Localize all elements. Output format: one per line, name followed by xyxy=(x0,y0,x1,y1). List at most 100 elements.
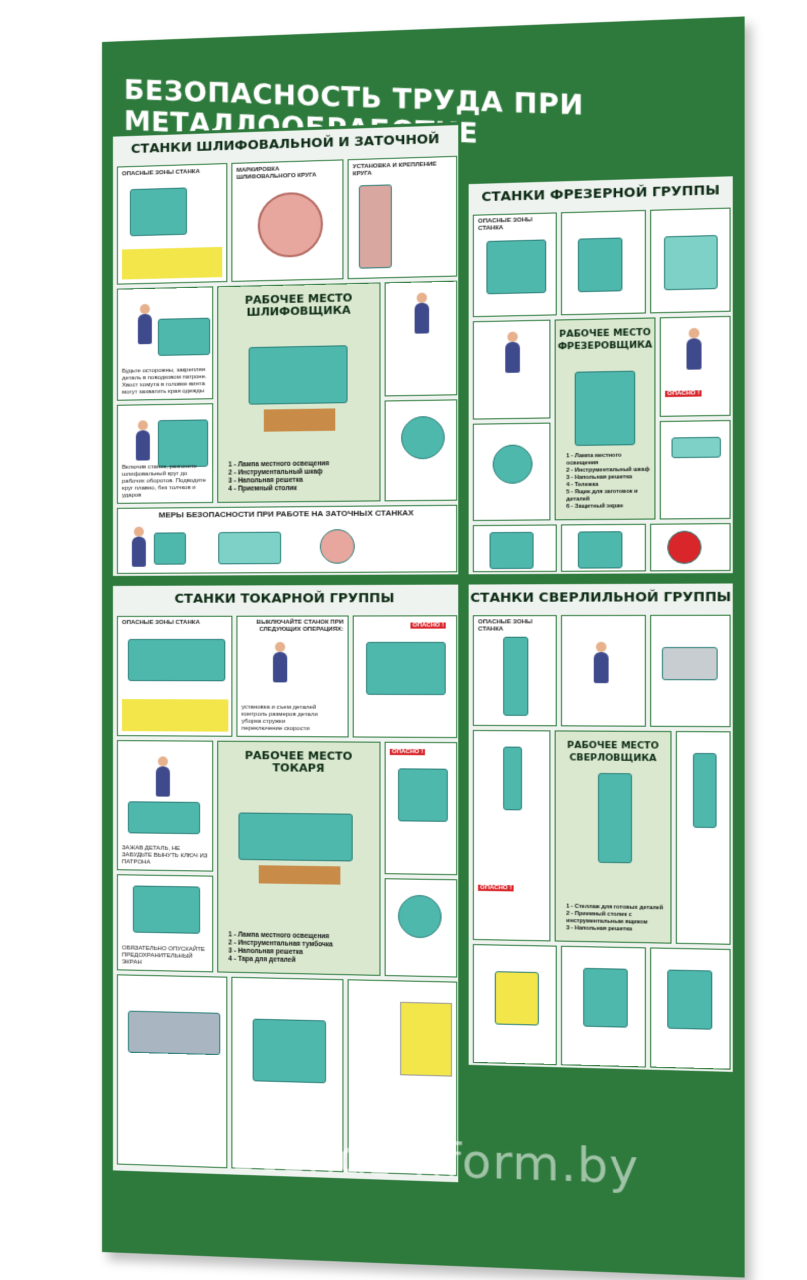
panel-title: ОПАСНЫЕ ЗОНЫ СТАНКА xyxy=(121,619,200,626)
worker-figure xyxy=(155,766,170,797)
worker-figure xyxy=(414,302,430,334)
thread-cutting-device xyxy=(252,1018,327,1084)
grinder-workplace-panel: РАБОЧЕЕ МЕСТО ШЛИФОВЩИКА 1 - Лампа местн… xyxy=(217,282,381,503)
cutter-illustration xyxy=(492,444,533,484)
grinding-wheel-illustration xyxy=(257,191,323,259)
wrench-illustration xyxy=(671,436,721,459)
worker-figure xyxy=(272,652,288,683)
section-turning: СТАНКИ ТОКАРНОЙ ГРУППЫ ОПАСНЫЕ ЗОНЫ СТАН… xyxy=(109,581,462,1186)
legend-box xyxy=(121,699,229,732)
panel-caption: ВЫКЛЮЧАЙТЕ СТАНОК ПРИ СЛЕДУЮЩИХ ОПЕРАЦИЯ… xyxy=(256,619,344,633)
warning-note xyxy=(121,246,223,280)
workplace-list: 1 - Стеллаж для готовых деталей 2 - Прие… xyxy=(566,904,670,935)
milling-panel-7 xyxy=(659,419,731,520)
danger-label: ОПАСНО ! xyxy=(665,390,702,398)
list-item: переключение скорости xyxy=(241,725,310,733)
grinder-machine xyxy=(157,419,209,468)
section-grinding: СТАНКИ ШЛИФОВАЛЬНОЙ И ЗАТОЧНОЙ ГРУПП ОПА… xyxy=(109,121,462,579)
chuck-illustration xyxy=(398,894,442,939)
milling-panel-5: ОПАСНО ! xyxy=(659,315,731,417)
list-item: 4 - Приемный столик xyxy=(228,484,297,493)
drill-lock-illustration xyxy=(494,971,539,1026)
wheel-gap-illustration xyxy=(319,529,355,564)
grinding-right-panel-2 xyxy=(384,399,458,502)
list-item: 5 - Ящик для заготовок и деталей xyxy=(566,488,638,503)
worker-figure xyxy=(135,430,150,461)
panel-title: ОПАСНЫЕ ЗОНЫ СТАНКА xyxy=(478,217,533,232)
list-item: 4 - Тара для деталей xyxy=(228,955,296,964)
drilling-panel-9 xyxy=(650,947,731,1070)
caution-panel-screen: ОБЯЗАТЕЛЬНО ОПУСКАЙТЕ ПРЕДОХРАНИТЕЛЬНЫЙ … xyxy=(116,874,214,973)
drilling-danger-zones-panel: ОПАСНЫЕ ЗОНЫ СТАНКА xyxy=(472,615,557,727)
wheel-mounting-panel: УСТАНОВКА И КРЕПЛЕНИЕ КРУГА xyxy=(347,155,458,280)
drilling-panel-6 xyxy=(675,731,731,945)
workplace-machine xyxy=(238,812,353,862)
panel-title: ОПАСНЫЕ ЗОНЫ СТАНКА xyxy=(121,168,200,178)
workplace-title: РАБОЧЕЕ МЕСТО ШЛИФОВЩИКА xyxy=(244,291,353,319)
grinding-danger-zones-panel: ОПАСНЫЕ ЗОНЫ СТАНКА xyxy=(116,163,228,285)
floor-grating xyxy=(263,408,336,432)
panel-title: МАРКИРОВКА ШЛИФОВАЛЬНОГО КРУГА xyxy=(236,166,317,181)
milling-panel-10 xyxy=(650,523,731,572)
turning-panel-8 xyxy=(116,974,228,1169)
turn-off-panel: ВЫКЛЮЧАЙТЕ СТАНОК ПРИ СЛЕДУЮЩИХ ОПЕРАЦИЯ… xyxy=(236,615,349,738)
list-item: 1 - Лампа местного освещения xyxy=(566,452,622,467)
panel-title: УСТАНОВКА И КРЕПЛЕНИЕ КРУГА xyxy=(352,161,437,178)
danger-label: ОПАСНО ! xyxy=(389,748,426,756)
turning-panel-3: ОПАСНО ! xyxy=(352,615,458,739)
wheel-marking-panel: МАРКИРОВКА ШЛИФОВАЛЬНОГО КРУГА xyxy=(231,159,344,282)
chip-removal-illustration xyxy=(667,969,713,1030)
watermark: stends-nform.by xyxy=(232,1126,640,1195)
panel-title: ОПАСНЫЕ ЗОНЫ СТАНКА xyxy=(478,619,533,633)
chip-guard-illustration xyxy=(667,530,702,565)
worker-figure xyxy=(593,652,609,684)
screen-illustration xyxy=(132,885,201,934)
milling-machine xyxy=(486,239,547,295)
workplace-list: 1 - Лампа местного освещения 2 - Инструм… xyxy=(566,452,654,511)
turner-workplace-panel: РАБОЧЕЕ МЕСТО ТОКАРЯ 1 - Лампа местного … xyxy=(217,740,381,976)
workplace-machine xyxy=(248,345,348,405)
drilling-panel-2 xyxy=(560,614,646,727)
milling-panel-3 xyxy=(650,207,731,314)
caution-panel-1: Будьте осторожны, закрепляя деталь в пов… xyxy=(116,286,214,401)
lathe-machine xyxy=(366,641,446,696)
section-milling: СТАНКИ ФРЕЗЕРНОЙ ГРУППЫ ОПАСНЫЕ ЗОНЫ СТА… xyxy=(465,173,736,578)
bar-feeder-illustration xyxy=(127,1010,221,1056)
milling-panel-4 xyxy=(472,319,551,420)
caution-text: ЗАЖАВ ДЕТАЛЬ, НЕ ЗАБУДЬТЕ ВЫНУТЬ КЛЮЧ ИЗ… xyxy=(121,845,208,866)
milling-panel-6 xyxy=(472,422,551,522)
section-drilling-title: СТАНКИ СВЕРЛИЛЬНОЙ ГРУППЫ xyxy=(470,589,732,607)
tool-rest-illustration xyxy=(218,531,282,565)
milling-panel-2 xyxy=(560,209,646,316)
lathe-machine xyxy=(127,638,226,682)
caution-text: Включив станок, разгоните шлифовальный к… xyxy=(121,463,207,499)
drilling-panel-4: ОПАСНО ! xyxy=(472,729,551,942)
worker-figure xyxy=(131,536,146,567)
turning-panel-5: ОПАСНО ! xyxy=(384,741,458,876)
danger-label: ОПАСНО ! xyxy=(478,884,514,892)
milling-machine xyxy=(489,531,534,570)
workplace-title: РАБОЧЕЕ МЕСТО СВЕРЛОВЩИКА xyxy=(567,740,659,765)
turning-panel-7 xyxy=(384,878,458,978)
workplace-title: РАБОЧЕЕ МЕСТО ФРЕЗЕРОВЩИКА xyxy=(557,327,653,353)
floor-grating xyxy=(258,865,341,885)
drilling-panel-7 xyxy=(472,944,557,1066)
workplace-machine xyxy=(598,772,633,864)
driller-workplace-panel: РАБОЧЕЕ МЕСТО СВЕРЛОВЩИКА 1 - Стеллаж дл… xyxy=(554,730,672,944)
drilling-panel-3 xyxy=(650,614,731,728)
drill-press xyxy=(503,636,529,716)
lathe-grinder xyxy=(157,317,211,356)
turning-danger-zones-panel: ОПАСНЫЕ ЗОНЫ СТАНКА xyxy=(116,615,233,737)
miller-workplace-panel: РАБОЧЕЕ МЕСТО ФРЕЗЕРОВЩИКА 1 - Лампа мес… xyxy=(554,317,656,521)
sharpening-panel: МЕРЫ БЕЗОПАСНОСТИ ПРИ РАБОТЕ НА ЗАТОЧНЫХ… xyxy=(116,504,458,574)
guard-illustration xyxy=(398,768,448,822)
danger-label: ОПАСНО ! xyxy=(410,622,446,629)
list-item: 6 - Защитный экран xyxy=(566,503,624,510)
worker-figure xyxy=(505,341,520,373)
caution-text: ОБЯЗАТЕЛЬНО ОПУСКАЙТЕ ПРЕДОХРАНИТЕЛЬНЫЙ … xyxy=(121,945,205,966)
chuck-illustration xyxy=(127,801,201,835)
worker-figure xyxy=(686,338,702,370)
section-drilling: СТАНКИ СВЕРЛИЛЬНОЙ ГРУППЫ ОПАСНЫЕ ЗОНЫ С… xyxy=(465,580,736,1076)
worker-figure xyxy=(137,313,152,345)
table-illustration xyxy=(400,1001,452,1077)
